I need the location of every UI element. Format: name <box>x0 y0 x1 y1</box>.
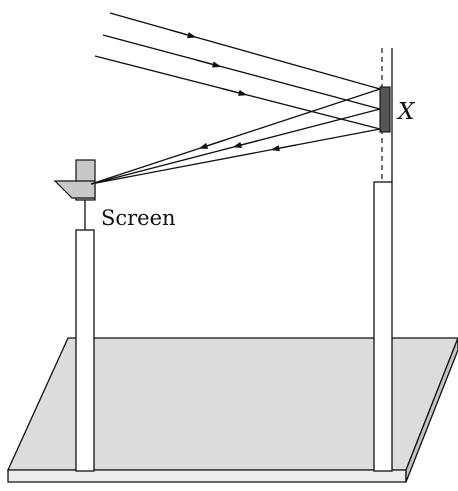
left-post <box>75 229 95 472</box>
reflected-arrow-2 <box>232 139 259 148</box>
right-post <box>373 181 393 472</box>
platform-side-edge <box>405 337 458 483</box>
reflected-ray-3 <box>90 128 381 185</box>
platform-front-edge <box>7 469 407 483</box>
object-label-x: X <box>396 99 416 125</box>
base-platform <box>6 337 458 483</box>
incident-ray-2 <box>102 34 381 110</box>
reflected-ray-1 <box>90 88 381 185</box>
incident-rays <box>94 12 381 130</box>
reflected-ray-2 <box>90 108 381 185</box>
reflected-rays <box>90 88 381 185</box>
incident-arrow-3 <box>221 87 248 96</box>
screen-label: Screen <box>101 206 176 230</box>
mirror-x <box>379 86 391 133</box>
screen-assembly <box>53 159 96 230</box>
reflected-arrow-3 <box>270 144 297 152</box>
reflected-arrow-1 <box>198 139 226 149</box>
incident-ray-1 <box>109 12 381 90</box>
screen-base-plate <box>53 180 96 199</box>
incident-arrow-2 <box>195 59 222 68</box>
incident-arrow-1 <box>169 29 197 39</box>
